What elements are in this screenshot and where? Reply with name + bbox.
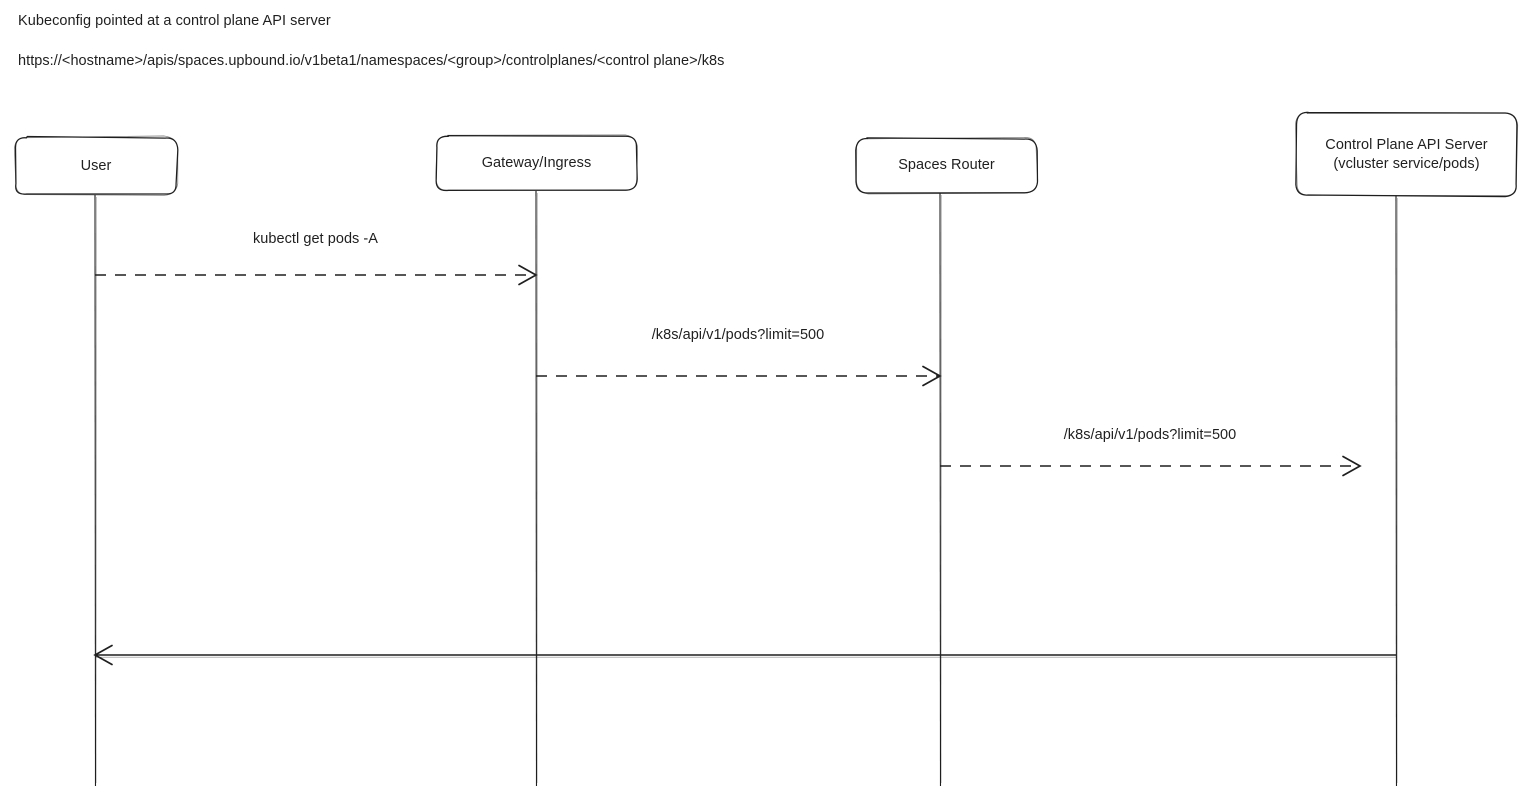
participant-box-outline2-gateway [435, 134, 638, 191]
participant-box-gateway[interactable] [435, 134, 638, 192]
participant-box-control-plane-api-server[interactable] [1295, 111, 1519, 198]
message-msg-4[interactable] [93, 644, 1396, 666]
message-label-msg-3: /k8s/api/v1/pods?limit=500 [1063, 427, 1237, 443]
message-arrowhead-msg-3 [1342, 455, 1362, 477]
participant-box-fill-control-plane-api-server [1296, 113, 1517, 196]
participant-box-outline-control-plane-api-server [1295, 111, 1518, 198]
participant-box-fill-user [15, 137, 177, 195]
message-label-msg-2: /k8s/api/v1/pods?limit=500 [651, 327, 825, 343]
message-msg-1[interactable] [95, 264, 538, 286]
message-arrowhead-msg-2 [922, 365, 942, 387]
message-arrowhead-msg-1 [518, 264, 538, 286]
header-title: Kubeconfig pointed at a control plane AP… [18, 13, 331, 29]
message-msg-2[interactable] [536, 365, 942, 387]
participant-box-outline2-spaces-router [855, 137, 1039, 195]
participant-box-outline2-control-plane-api-server [1295, 111, 1519, 196]
lifeline-spaces-router [939, 192, 942, 787]
lifeline-control-plane-api-server [1395, 195, 1398, 787]
participant-box-user[interactable] [13, 135, 179, 196]
participant-box-outline2-user [13, 135, 179, 196]
lifeline-gateway [535, 190, 538, 787]
message-arrowhead-msg-4 [93, 644, 113, 666]
lifeline-user [94, 194, 97, 787]
participant-box-fill-spaces-router [856, 138, 1037, 193]
message-label-msg-1: kubectl get pods -A [252, 231, 379, 247]
message-msg-3[interactable] [940, 455, 1362, 477]
participant-box-spaces-router[interactable] [855, 137, 1039, 195]
header-url: https://<hostname>/apis/spaces.upbound.i… [18, 53, 725, 69]
participant-box-fill-gateway [436, 136, 637, 191]
diagram-header: Kubeconfig pointed at a control plane AP… [18, 12, 1498, 71]
